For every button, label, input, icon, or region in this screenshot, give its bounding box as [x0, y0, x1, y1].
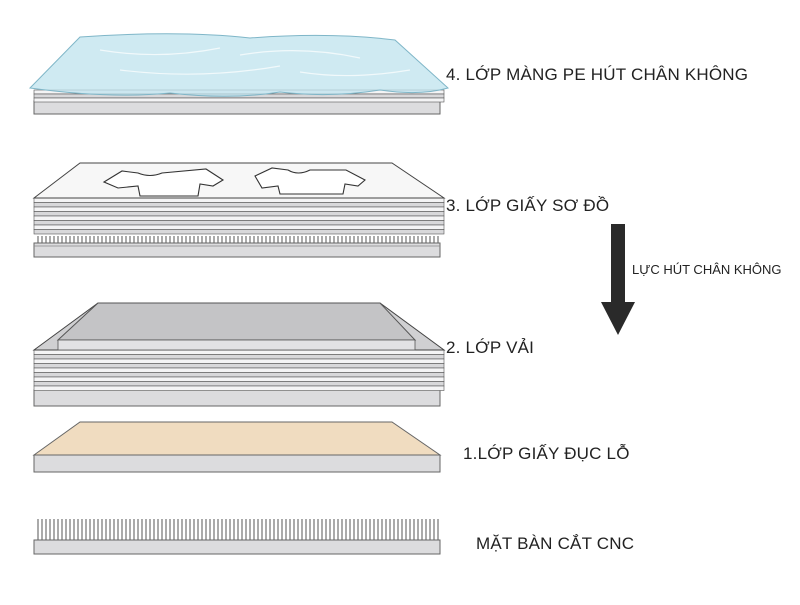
cnc-table-plate [33, 539, 441, 555]
marker-stack-sheet [33, 215, 445, 221]
fabric-stack-sheet [33, 376, 445, 382]
marker-base-plate [33, 242, 441, 258]
marker-stack-sheet [33, 197, 445, 203]
vacuum-film-sheet [28, 33, 450, 97]
down-arrow-shaft [611, 224, 625, 304]
fabric-stack-sheet [33, 358, 445, 364]
perforated-base-plate [33, 454, 441, 473]
fabric-stack-sheet [33, 363, 445, 369]
fabric-stack-sheet [33, 354, 445, 360]
fabric-stack-sheet [33, 349, 445, 355]
fabric-stack-sheet [33, 385, 445, 391]
fabric-stack-sheet [33, 372, 445, 378]
perforated-paper-layer [32, 421, 442, 473]
perforated-paper-sheet [32, 421, 442, 456]
layer-label-fabric: 2. LỚP VẢI [446, 338, 535, 357]
marker-stack-sheet [33, 224, 445, 230]
layer-label-cnc-table: MẶT BÀN CẮT CNC [476, 534, 635, 553]
marker-stack-sheet [33, 211, 445, 217]
fabric-stack-sheet [33, 367, 445, 373]
marker-stack-sheet [33, 206, 445, 212]
vacuum-film-layer [28, 33, 450, 115]
marker-stack-sheet [33, 220, 445, 226]
layer-label-perforated-paper: 1.LỚP GIẤY ĐỤC LỖ [463, 444, 630, 463]
down-arrow-icon [601, 224, 635, 335]
fabric-layer [32, 302, 446, 407]
cnc-table-layer [33, 519, 441, 555]
film-base-plate [33, 100, 441, 115]
film-wrinkles [99, 47, 411, 77]
fabric-stack-sheet [33, 381, 445, 387]
marker-stack-sheet [33, 202, 445, 208]
marker-paper-layer [32, 162, 446, 258]
shirt-pattern-icon [102, 168, 225, 197]
shirt-pattern-icon [254, 167, 366, 195]
film-stack-sheet [33, 97, 445, 103]
layer-label-vacuum-film: 4. LỚP MÀNG PE HÚT CHÂN KHÔNG [446, 65, 749, 84]
down-arrow-head [601, 302, 635, 335]
fabric-top-sheet [56, 302, 417, 341]
marker-stack-sheet [33, 229, 445, 235]
layer-label-marker-paper: 3. LỚP GIẤY SƠ ĐỒ [446, 196, 610, 215]
fabric-top-edge [57, 339, 416, 351]
marker-paper-sheet [32, 162, 446, 199]
fabric-base-plate [33, 389, 441, 407]
vacuum-force-label: LỰC HÚT CHÂN KHÔNG [632, 262, 782, 277]
